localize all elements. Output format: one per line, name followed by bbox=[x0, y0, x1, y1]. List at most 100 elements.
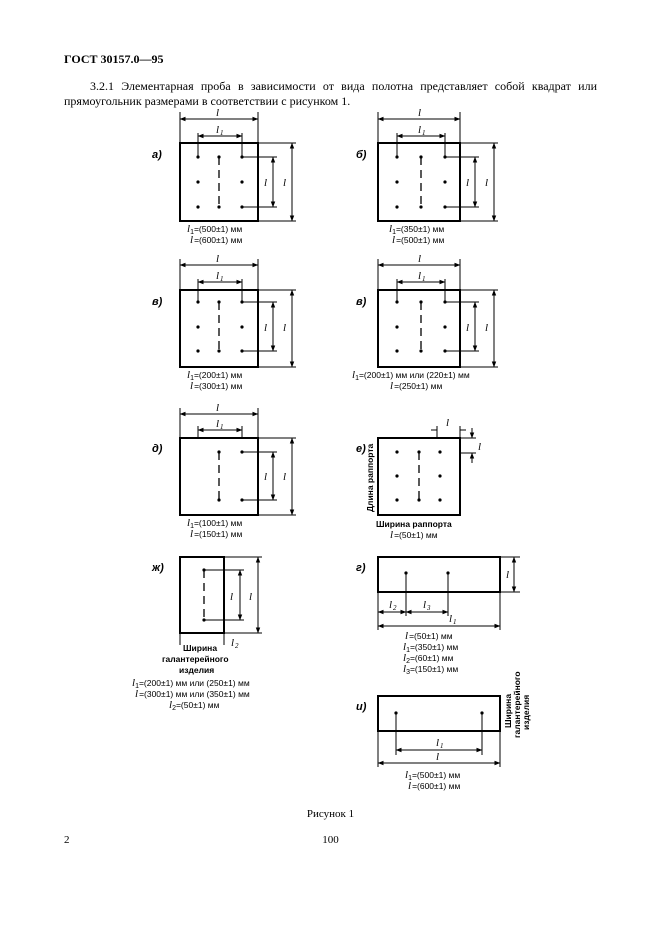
panel-g-cap-3: =(60±1) мм bbox=[410, 653, 454, 663]
panel-zh bbox=[179, 556, 262, 645]
document-header: ГОСТ 30157.0—95 bbox=[64, 52, 164, 66]
dim-l3-sub: 3 bbox=[426, 604, 431, 612]
panel-g-letter: г) bbox=[356, 562, 366, 574]
panel-v-left bbox=[179, 259, 296, 368]
zh-cap-haberdashery: галантерейного bbox=[162, 654, 229, 664]
panel-g-cap-4: =(150±1) мм bbox=[410, 664, 458, 674]
svg-text:l1=(200±1) мм или (220±1) мм: l1=(200±1) мм или (220±1) мм bbox=[352, 369, 470, 382]
svg-text:l=(50±1) мм: l=(50±1) мм bbox=[405, 630, 453, 642]
dim-l-side: l bbox=[283, 322, 286, 334]
panel-zh-cap-1: =(200±1) мм или (250±1) мм bbox=[139, 678, 250, 688]
svg-text:l1=(200±1) мм: l1=(200±1) мм bbox=[187, 369, 242, 382]
haberdashery-width-line2: галантерейного bbox=[512, 671, 522, 738]
dim-l1: l bbox=[216, 270, 219, 282]
dim-l-side: l bbox=[485, 177, 488, 189]
svg-text:l=(250±1) мм: l=(250±1) мм bbox=[390, 380, 442, 392]
dim-l1-sub: 1 bbox=[440, 742, 444, 750]
dim-l2-sub: 2 bbox=[393, 604, 397, 612]
panel-v1-letter: в) bbox=[152, 296, 163, 308]
dim-l2-side: l bbox=[231, 637, 234, 649]
dim-l-side: l bbox=[283, 471, 286, 483]
dim-l1-side: l bbox=[264, 471, 267, 483]
panel-zh-cap-2: =(300±1) мм или (350±1) мм bbox=[139, 689, 250, 699]
panel-b-cap-1: =(350±1) мм bbox=[396, 224, 444, 234]
zh-cap-item: изделия bbox=[179, 665, 214, 675]
panel-v2-letter: в) bbox=[356, 296, 367, 308]
dim-l1: l bbox=[418, 270, 421, 282]
repeat-length-label: Длина раппорта bbox=[365, 443, 375, 512]
svg-text:l2=(50±1) мм: l2=(50±1) мм bbox=[169, 699, 220, 712]
panel-v1-cap-1: =(200±1) мм bbox=[194, 370, 242, 380]
svg-text:l2=(60±1) мм: l2=(60±1) мм bbox=[403, 652, 454, 665]
dim-l1-sub: 1 bbox=[220, 275, 224, 283]
svg-text:l1=(500±1) мм: l1=(500±1) мм bbox=[187, 223, 242, 236]
intro-paragraph: 3.2.1 Элементарная проба в зависимости о… bbox=[64, 79, 597, 108]
cap-l: l bbox=[190, 234, 193, 246]
dim-l-side: l bbox=[485, 322, 488, 334]
svg-text:l=(500±1) мм: l=(500±1) мм bbox=[392, 234, 444, 246]
dim-l1: l bbox=[436, 737, 439, 749]
svg-text:l=(600±1) мм: l=(600±1) мм bbox=[190, 234, 242, 246]
panel-i-letter: и) bbox=[356, 701, 367, 713]
panel-v2-cap-1: =(200±1) мм или (220±1) мм bbox=[359, 370, 470, 380]
dim-l: l bbox=[216, 253, 219, 265]
panel-e-cap-2: =(50±1) мм bbox=[394, 530, 438, 540]
panel-a-letter: а) bbox=[152, 149, 162, 161]
dim-l1-side: l bbox=[466, 322, 469, 334]
zh-cap-width: Ширина bbox=[183, 643, 217, 653]
dim-l-side: l bbox=[478, 441, 481, 453]
panel-v2-cap-2: =(250±1) мм bbox=[394, 381, 442, 391]
svg-text:l=(50±1) мм: l=(50±1) мм bbox=[390, 529, 438, 541]
haberdashery-width-line3: изделия bbox=[521, 695, 531, 730]
dim-l-side: l bbox=[249, 591, 252, 603]
panel-a-cap-1: =(500±1) мм bbox=[194, 224, 242, 234]
dim-l1-side: l bbox=[230, 591, 233, 603]
dim-l1-side: l bbox=[264, 177, 267, 189]
panel-v-right bbox=[377, 259, 498, 368]
page-number-center: 100 bbox=[322, 834, 339, 846]
dim-l1-side: l bbox=[264, 322, 267, 334]
svg-text:l1=(350±1) мм: l1=(350±1) мм bbox=[403, 641, 458, 654]
panel-i-cap-2: =(600±1) мм bbox=[412, 781, 460, 791]
dim-l1-sub: 1 bbox=[220, 129, 224, 137]
panel-d-letter: д) bbox=[152, 443, 163, 455]
panel-i bbox=[377, 695, 501, 767]
dim-l3: l bbox=[423, 599, 426, 611]
dim-l1: l bbox=[216, 124, 219, 136]
dim-l1: l bbox=[418, 124, 421, 136]
panel-e bbox=[377, 426, 476, 516]
dim-l: l bbox=[418, 107, 421, 119]
dim-l: l bbox=[436, 751, 439, 763]
panel-a-cap-2: =(600±1) мм bbox=[194, 235, 242, 245]
svg-text:l1=(100±1) мм: l1=(100±1) мм bbox=[187, 517, 242, 530]
dim-l1-sub: 1 bbox=[220, 423, 224, 431]
dim-l: l bbox=[216, 107, 219, 119]
dim-l-side: l bbox=[283, 177, 286, 189]
cap-l1: l bbox=[187, 223, 190, 235]
dim-l1: l bbox=[449, 613, 452, 625]
panel-i-cap-1: =(500±1) мм bbox=[412, 770, 460, 780]
panel-g-cap-2: =(350±1) мм bbox=[410, 642, 458, 652]
haberdashery-width-line1: Ширина bbox=[503, 694, 513, 728]
svg-text:l3=(150±1) мм: l3=(150±1) мм bbox=[403, 663, 458, 676]
svg-text:l=(150±1) мм: l=(150±1) мм bbox=[190, 528, 242, 540]
dim-l1-sub: 1 bbox=[422, 129, 426, 137]
panel-d-cap-2: =(150±1) мм bbox=[194, 529, 242, 539]
dim-l1: l bbox=[216, 418, 219, 430]
panel-d bbox=[179, 408, 296, 516]
page-number-left: 2 bbox=[64, 834, 70, 846]
dim-l-side: l bbox=[506, 569, 509, 581]
dim-l1-sub: 1 bbox=[453, 618, 457, 626]
dim-l: l bbox=[418, 253, 421, 265]
dim-l1-sub: 1 bbox=[422, 275, 426, 283]
svg-text:l1=(500±1) мм: l1=(500±1) мм bbox=[405, 769, 460, 782]
panel-g-cap-1: =(50±1) мм bbox=[409, 631, 453, 641]
panel-b-letter: б) bbox=[356, 149, 367, 161]
panel-v1-cap-2: =(300±1) мм bbox=[194, 381, 242, 391]
panel-b-cap-2: =(500±1) мм bbox=[396, 235, 444, 245]
dim-l: l bbox=[446, 417, 449, 429]
svg-text:l=(300±1) мм или (350±1) мм: l=(300±1) мм или (350±1) мм bbox=[135, 688, 250, 700]
dim-l2-sub: 2 bbox=[235, 642, 239, 650]
panel-zh-cap-3: =(50±1) мм bbox=[176, 700, 220, 710]
